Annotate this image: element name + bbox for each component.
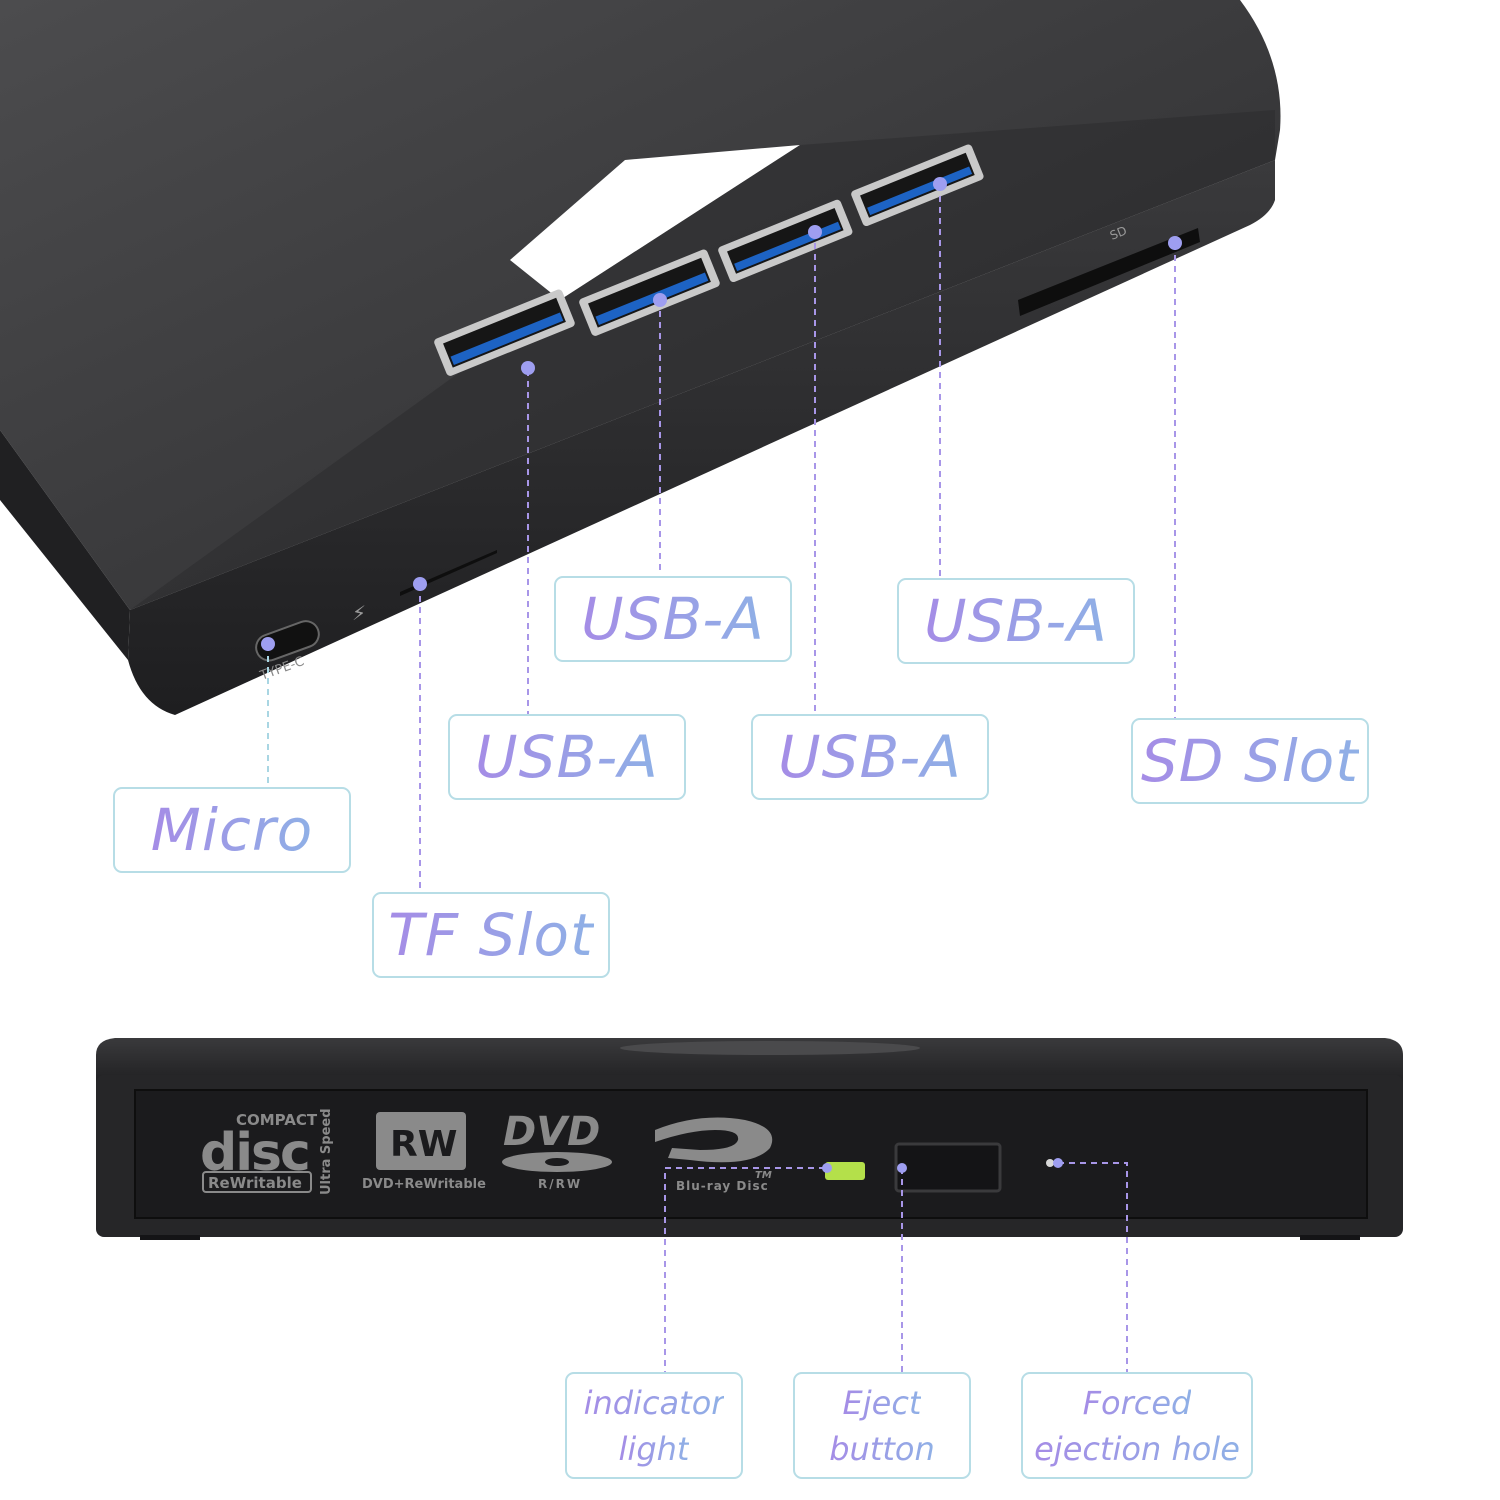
forced-ejection-hole xyxy=(1046,1159,1054,1167)
callout-micro: Micro xyxy=(113,787,351,873)
callout-sd-slot: SD Slot xyxy=(1131,718,1369,804)
callout-indicator-line1: indicator xyxy=(584,1380,725,1426)
svg-text:RW: RW xyxy=(390,1124,457,1165)
usb-port-1 xyxy=(434,289,575,376)
svg-text:ReWritable: ReWritable xyxy=(208,1174,302,1192)
eject-button-physical xyxy=(894,1142,1002,1193)
callout-indicator-line2: light xyxy=(619,1426,690,1472)
anchor-dots xyxy=(261,177,1182,1173)
sd-label: SD xyxy=(1108,223,1129,242)
svg-text:DVD+ReWritable: DVD+ReWritable xyxy=(362,1177,486,1192)
compact-disc-logo: COMPACT disc ReWritable Ultra Speed xyxy=(200,1108,334,1195)
drive-top-lid xyxy=(96,1038,1403,1085)
callout-usb-a-4: USB-A xyxy=(897,578,1135,664)
usb-port-4 xyxy=(851,144,984,227)
lightning-icon: ⚡ xyxy=(352,601,366,625)
callout-forced-line1: Forced xyxy=(1083,1380,1192,1426)
callout-usb-a-2-text: USB-A xyxy=(581,585,765,653)
callout-micro-text: Micro xyxy=(150,796,314,864)
callout-forced-line2: ejection hole xyxy=(1034,1426,1240,1472)
type-c-port xyxy=(255,620,320,662)
drive-diagonal-panel xyxy=(510,145,800,300)
callout-usb-a-3-text: USB-A xyxy=(778,723,962,791)
svg-text:COMPACT: COMPACT xyxy=(236,1111,318,1129)
svg-text:TM: TM xyxy=(755,1170,772,1181)
indicator-led xyxy=(825,1162,865,1180)
callout-sd-slot-text: SD Slot xyxy=(1140,727,1360,795)
callout-usb-a-3: USB-A xyxy=(751,714,989,800)
leader-lines xyxy=(267,185,1176,1372)
callout-usb-a-4-text: USB-A xyxy=(924,587,1108,655)
drive-front-face xyxy=(128,160,1275,715)
svg-text:R/RW: R/RW xyxy=(538,1177,582,1191)
drive-diagonal-ridge xyxy=(130,110,1275,610)
drive-top-notch xyxy=(620,1041,920,1055)
usb-port-2 xyxy=(579,249,720,336)
rw-logo: RW DVD+ReWritable xyxy=(362,1112,486,1192)
callout-usb-a-1-text: USB-A xyxy=(475,723,659,791)
drive-foot-left xyxy=(140,1235,200,1240)
callout-eject-line2: button xyxy=(829,1426,935,1472)
drive-front-view: COMPACT disc ReWritable Ultra Speed RW D… xyxy=(96,1038,1403,1240)
callout-indicator-light: indicator light xyxy=(565,1372,743,1479)
callout-usb-a-2: USB-A xyxy=(554,576,792,662)
callout-tf-slot: TF Slot xyxy=(372,892,610,978)
hub-drive-top-view: SD TYPE-C ⚡ xyxy=(0,0,1281,715)
dvd-logo: DVD R/RW xyxy=(502,1109,612,1191)
callout-tf-slot-text: TF Slot xyxy=(388,901,594,969)
callout-eject-line1: Eject xyxy=(843,1380,922,1426)
svg-text:DVD: DVD xyxy=(503,1109,600,1155)
drive-foot-right xyxy=(1300,1235,1360,1240)
bluray-logo: Blu-ray Disc TM xyxy=(655,1117,773,1193)
callout-usb-a-1: USB-A xyxy=(448,714,686,800)
callout-forced-ejection-hole: Forced ejection hole xyxy=(1021,1372,1253,1479)
svg-text:Blu-ray Disc: Blu-ray Disc xyxy=(676,1179,769,1193)
sd-slot-opening xyxy=(1018,228,1200,316)
drive-left-edge xyxy=(0,430,130,660)
svg-text:Ultra Speed: Ultra Speed xyxy=(319,1108,334,1195)
callout-eject-button: Eject button xyxy=(793,1372,971,1479)
